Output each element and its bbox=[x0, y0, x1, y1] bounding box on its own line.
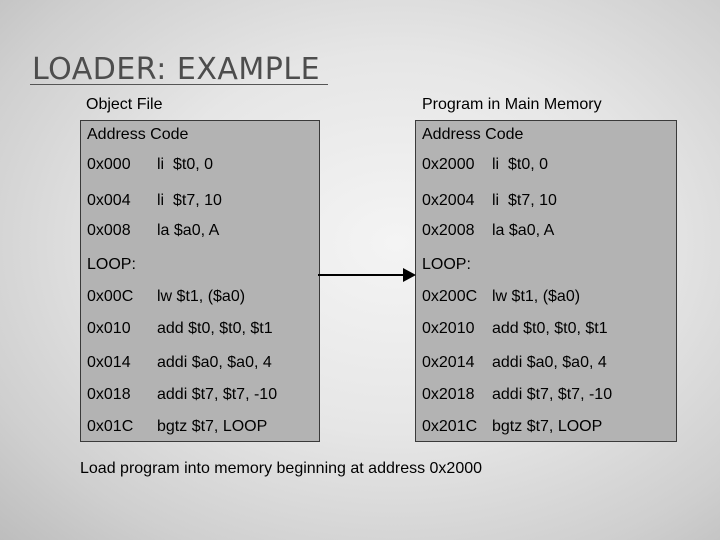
address-cell: 0x2004 bbox=[422, 192, 475, 209]
code-row: 0x008 la $a0, A bbox=[87, 221, 219, 241]
address-cell: 0x014 bbox=[87, 354, 131, 371]
main-memory-panel: Address Code 0x2000 li $t0, 0 0x2004 li $t7,… bbox=[415, 120, 677, 442]
address-cell: 0x000 bbox=[87, 156, 131, 173]
address-cell: 0x01C bbox=[87, 418, 134, 435]
code-row: 0x010 add $t0, $t0, $t1 bbox=[87, 319, 273, 339]
code-row: 0x01C bgtz $t7, LOOP bbox=[87, 417, 267, 437]
code-cell: li $t0, 0 bbox=[492, 156, 549, 173]
address-cell: 0x00C bbox=[87, 288, 134, 305]
code-cell: bgtz $t7, LOOP bbox=[492, 418, 603, 435]
code-row: 0x201C bgtz $t7, LOOP bbox=[422, 417, 602, 437]
code-row: 0x004 li $t7, 10 bbox=[87, 191, 222, 211]
code-cell: li $t7, 10 bbox=[492, 192, 557, 209]
column-header: Address Code bbox=[422, 126, 524, 143]
code-cell: li $t0, 0 bbox=[157, 156, 214, 173]
address-cell: 0x2010 bbox=[422, 320, 475, 337]
load-arrow-head bbox=[403, 268, 416, 282]
code-cell: add $t0, $t0, $t1 bbox=[492, 320, 608, 337]
loop-label: LOOP: bbox=[87, 256, 136, 273]
code-cell: la $a0, A bbox=[157, 222, 220, 239]
code-cell: add $t0, $t0, $t1 bbox=[157, 320, 273, 337]
code-cell: addi $t7, $t7, -10 bbox=[157, 386, 278, 403]
loop-label: LOOP: bbox=[422, 256, 471, 273]
address-cell: 0x2000 bbox=[422, 156, 475, 173]
code-cell: la $a0, A bbox=[492, 222, 555, 239]
code-row: 0x00C lw $t1, ($a0) bbox=[87, 287, 245, 307]
code-row: 0x000 li $t0, 0 bbox=[87, 155, 213, 175]
code-cell: lw $t1, ($a0) bbox=[492, 288, 581, 305]
code-cell: addi $a0, $a0, 4 bbox=[492, 354, 607, 371]
code-row: 0x014 addi $a0, $a0, 4 bbox=[87, 353, 272, 373]
address-cell: 0x2018 bbox=[422, 386, 475, 403]
address-cell: 0x2008 bbox=[422, 222, 475, 239]
code-row: 0x2014 addi $a0, $a0, 4 bbox=[422, 353, 607, 373]
object-file-header: Object File bbox=[86, 96, 163, 113]
code-row: 0x2008 la $a0, A bbox=[422, 221, 554, 241]
address-cell: 0x008 bbox=[87, 222, 131, 239]
main-memory-header: Program in Main Memory bbox=[422, 96, 602, 113]
column-header: Address Code bbox=[87, 126, 189, 143]
code-cell: li $t7, 10 bbox=[157, 192, 222, 209]
code-cell: addi $a0, $a0, 4 bbox=[157, 354, 272, 371]
address-cell: 0x201C bbox=[422, 418, 478, 435]
code-cell: lw $t1, ($a0) bbox=[157, 288, 246, 305]
address-cell: 0x200C bbox=[422, 288, 478, 305]
code-cell: bgtz $t7, LOOP bbox=[157, 418, 268, 435]
code-row: 0x2000 li $t0, 0 bbox=[422, 155, 548, 175]
code-row: 0x2010 add $t0, $t0, $t1 bbox=[422, 319, 608, 339]
address-cell: 0x018 bbox=[87, 386, 131, 403]
code-row: 0x018 addi $t7, $t7, -10 bbox=[87, 385, 277, 405]
object-file-panel: Address Code 0x000 li $t0, 0 0x004 li $t7, 1… bbox=[80, 120, 320, 442]
code-cell: addi $t7, $t7, -10 bbox=[492, 386, 613, 403]
address-cell: 0x2014 bbox=[422, 354, 475, 371]
title-underline bbox=[30, 84, 328, 85]
code-row: 0x2018 addi $t7, $t7, -10 bbox=[422, 385, 612, 405]
address-cell: 0x010 bbox=[87, 320, 131, 337]
footer-note: Load program into memory beginning at ad… bbox=[80, 460, 483, 477]
load-arrow-line bbox=[318, 274, 404, 276]
code-row: 0x200C lw $t1, ($a0) bbox=[422, 287, 580, 307]
code-row: 0x2004 li $t7, 10 bbox=[422, 191, 557, 211]
address-cell: 0x004 bbox=[87, 192, 131, 209]
page-title: LOADER: EXAMPLE bbox=[32, 52, 321, 87]
